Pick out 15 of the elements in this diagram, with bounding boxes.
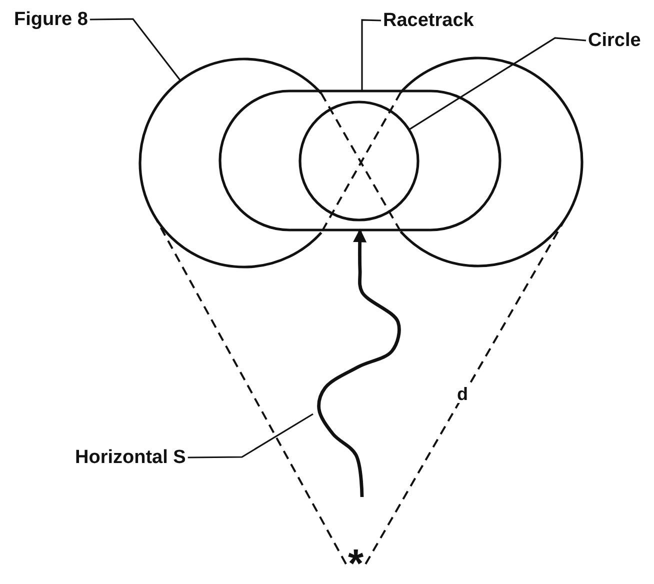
observer-mark: * [348, 544, 364, 584]
racetrack-shape [218, 90, 502, 232]
figure-eight-drawing [138, 56, 584, 268]
edge-label: d [455, 385, 470, 403]
part-label: Racetrack [383, 11, 474, 30]
dashed-line [152, 212, 347, 564]
leader-line [361, 19, 382, 91]
leader-line [408, 37, 586, 130]
arrow [317, 228, 401, 498]
part-label: Figure 8 [14, 10, 88, 29]
circle-shape [298, 100, 420, 222]
leader-line [90, 18, 182, 82]
leader-line [188, 413, 314, 458]
part-label: Circle [588, 31, 641, 50]
part-label: Horizontal S [75, 448, 186, 467]
